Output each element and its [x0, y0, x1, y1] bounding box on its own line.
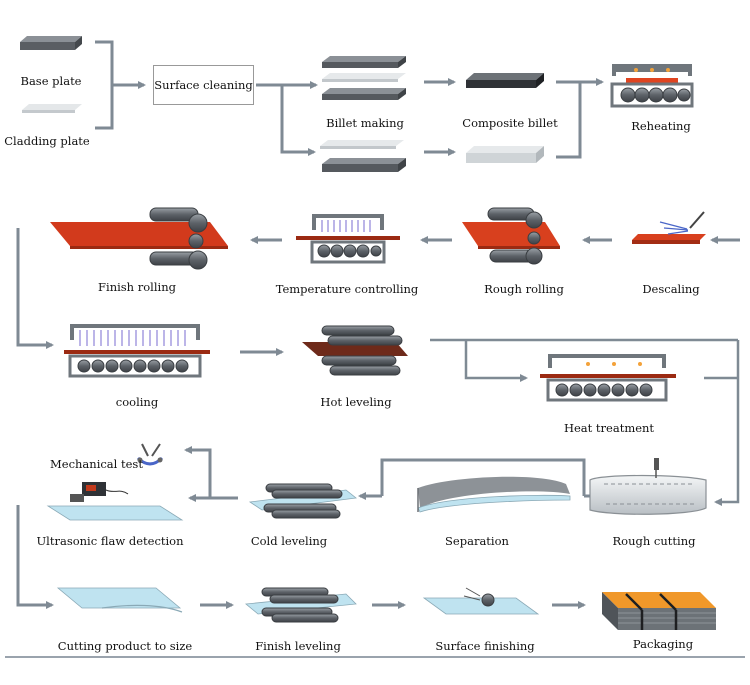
label-rough-rolling: Rough rolling: [484, 282, 564, 296]
base-plate-illustration: [20, 36, 82, 50]
composite-billet-lower: [466, 146, 544, 163]
heat-treatment-furnace: [540, 354, 676, 402]
label-surface-cleaning: Surface cleaning: [154, 78, 253, 92]
connector-hot-leveling-to-heat-treatment: [430, 338, 740, 506]
billet-stack-lower: [320, 140, 406, 172]
reheating-furnace: [610, 64, 694, 108]
connector-rough-cutting-to-separation: [358, 458, 590, 500]
bottom-rule: [5, 656, 745, 658]
label-cutting-product-to-size: Cutting product to size: [57, 639, 193, 653]
label-ultrasonic-flaw-detection: Ultrasonic flaw detection: [36, 534, 184, 548]
connector-inspection-to-cutting: [16, 505, 54, 609]
descaling-illustration: [632, 211, 706, 244]
cooling-unit: [64, 324, 210, 378]
rough-rolling-mill: [462, 207, 560, 265]
label-descaling: Descaling: [642, 282, 700, 296]
separation-illustration: [417, 476, 571, 513]
cutting-product-illustration: [56, 587, 183, 613]
label-heat-treatment: Heat treatment: [563, 421, 655, 435]
rough-cutting-illustration: [589, 458, 707, 515]
composite-billet-illustration: [466, 73, 544, 88]
surface-finishing-illustration: [422, 587, 540, 615]
bracket-arrow-to-reheating: [556, 78, 604, 159]
label-cold-leveling: Cold leveling: [250, 534, 328, 548]
mechanical-test-illustration: [136, 443, 164, 466]
label-separation: Separation: [445, 534, 509, 548]
label-cladding-plate: Cladding plate: [4, 134, 90, 148]
label-base-plate: Base plate: [20, 74, 82, 88]
connector-cold-to-inspection: [184, 446, 238, 502]
hot-leveling-unit: [302, 325, 408, 376]
billet-making-stack: [322, 56, 406, 100]
label-mechanical-test: Mechanical test: [50, 457, 143, 471]
label-packaging: Packaging: [632, 637, 694, 651]
finish-rolling-mill: [50, 207, 228, 270]
label-composite-billet: Composite billet: [462, 116, 558, 130]
label-hot-leveling: Hot leveling: [320, 395, 392, 409]
surface-cleaning-box: Surface cleaning: [153, 65, 254, 105]
bracket-arrow-to-surface-cleaning: [95, 40, 146, 130]
label-temperature-controlling: Temperature controlling: [275, 282, 419, 296]
label-rough-cutting: Rough cutting: [612, 534, 696, 548]
packaging-illustration: [602, 592, 716, 630]
connector-finish-to-cooling: [16, 228, 54, 349]
label-surface-finishing: Surface finishing: [435, 639, 535, 653]
split-arrow-after-cleaning: [256, 81, 318, 156]
label-finish-rolling: Finish rolling: [98, 280, 176, 294]
finish-leveling-unit: [245, 587, 357, 623]
ultrasonic-flaw-detection-illustration: [46, 482, 184, 521]
label-finish-leveling: Finish leveling: [255, 639, 341, 653]
label-reheating: Reheating: [631, 119, 691, 133]
label-cooling: cooling: [115, 395, 159, 409]
label-billet-making: Billet making: [326, 116, 404, 130]
cold-leveling-unit: [248, 483, 357, 519]
cladding-plate-illustration: [22, 104, 82, 113]
temperature-controlling-unit: [296, 214, 400, 264]
